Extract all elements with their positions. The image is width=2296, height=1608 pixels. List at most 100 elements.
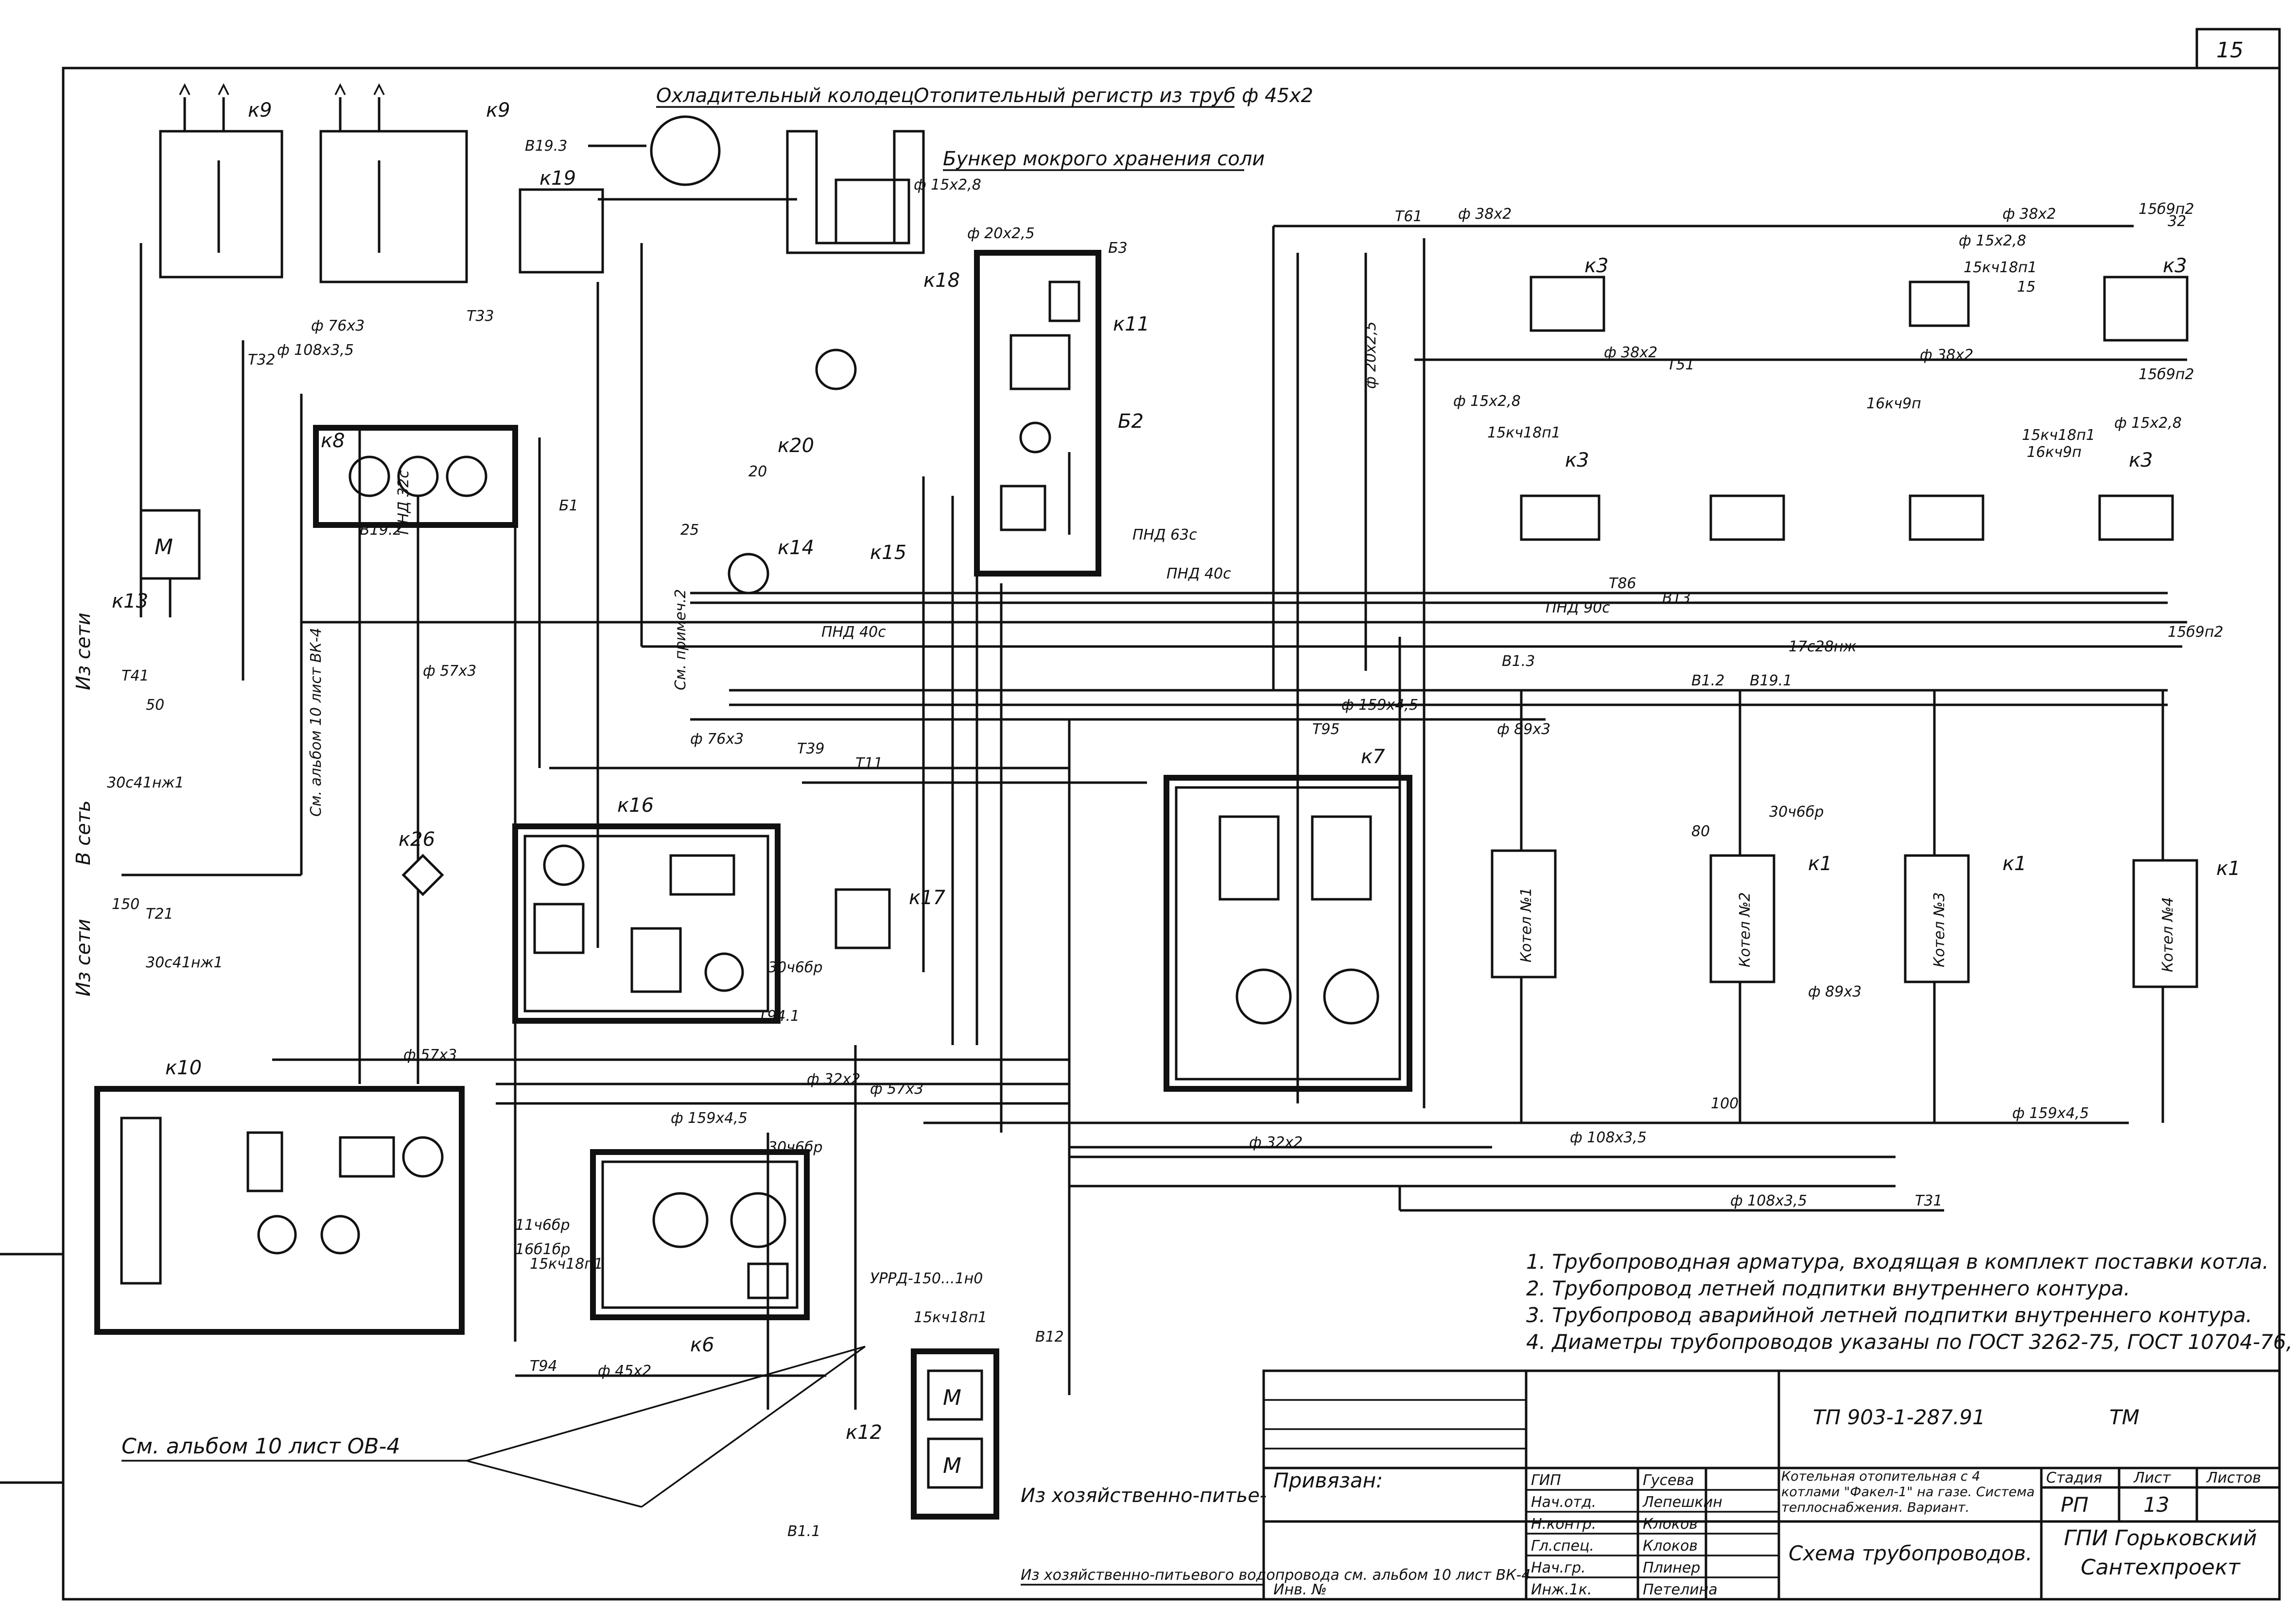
valve-label: 80 — [1691, 823, 1710, 840]
from-network-label-1: Из сети — [72, 612, 95, 690]
pump-k14 — [728, 553, 769, 594]
role-4: Нач.гр. — [1531, 1559, 1586, 1576]
valve-label: 30ч6бр — [1769, 804, 1824, 821]
tag-k15: к15 — [870, 542, 906, 564]
see-note-2: См. примеч.2 — [672, 589, 689, 690]
drawing-frame — [62, 67, 2281, 1601]
sheet-value: 13 — [2143, 1493, 2169, 1517]
size-label: ф 38х2 — [1920, 347, 1973, 364]
valve-label: 30с41нж1 — [107, 774, 184, 791]
tag-k3c: к3 — [1565, 449, 1589, 472]
valve-label: 15 — [2017, 279, 2035, 296]
tank-k9-right — [319, 97, 468, 283]
sheet-number: 15 — [2216, 38, 2244, 63]
size-label: ф 159х4,5 — [2012, 1105, 2089, 1122]
tag-k17: к17 — [909, 887, 946, 909]
role-1: Нач.отд. — [1531, 1494, 1596, 1511]
pipe-label-t41: Т41 — [122, 667, 149, 684]
valve-label: УРРД-150...1н0 — [870, 1270, 983, 1287]
tank-k9-left — [159, 97, 283, 279]
pipe-label-t31: Т31 — [1915, 1192, 1943, 1209]
role-0: ГИП — [1531, 1472, 1561, 1489]
pipe-label-t33: Т33 — [467, 308, 494, 325]
water-supply-note: Из хозяйственно-питьевого водопровода см… — [1021, 1567, 1531, 1584]
tag-k16: к16 — [617, 794, 654, 817]
size-label: ф 15х2,8 — [914, 176, 981, 193]
pipe-label-t39: Т39 — [797, 740, 825, 757]
valve-label: 15б9п2 — [2139, 366, 2194, 383]
size-label: ф 76х3 — [311, 317, 365, 334]
valve-label: 15б9п2 — [2139, 201, 2194, 218]
pipe-label-t86: Т86 — [1609, 575, 1636, 592]
size-label: ф 38х2 — [1604, 344, 1657, 361]
tag-k12: к12 — [846, 1421, 882, 1444]
size-label: ф 38х2 — [1458, 206, 1512, 223]
from-network-label-2: Из сети — [72, 919, 95, 996]
drawing-title: Схема трубопроводов. — [1789, 1541, 2032, 1565]
unit-k16 — [512, 823, 781, 1024]
size-label: ф 15х2,8 — [1453, 393, 1521, 410]
pipe-label-t11: Т11 — [855, 755, 883, 772]
pipe-label-b3: Б3 — [1108, 240, 1128, 257]
name-4: Плинер — [1643, 1559, 1700, 1576]
tag-k18: к18 — [923, 269, 960, 292]
valve-label: 25 — [680, 522, 699, 539]
size-label: ф 89х3 — [1497, 721, 1550, 738]
unit-k11 — [974, 250, 1101, 577]
tag-k8: к8 — [321, 430, 345, 452]
sheets-header: Листов — [2206, 1469, 2261, 1486]
tag-k11: к11 — [1113, 313, 1149, 335]
svg-text:Котел №3: Котел №3 — [1931, 892, 1948, 967]
pipe-label-b191: В19.1 — [1750, 672, 1792, 689]
pipe-label-b12: В1.2 — [1691, 672, 1724, 689]
valve-label: 15кч18п1 — [530, 1256, 603, 1273]
title-block — [1262, 1369, 2281, 1601]
register-label: Отопительный регистр из труб ф 45х2 — [914, 85, 1313, 107]
cooling-well — [650, 115, 721, 186]
pipe-label-t95: Т95 — [1312, 721, 1340, 738]
valve-label: ПНД 40с — [1166, 565, 1231, 582]
svg-text:Котел №1: Котел №1 — [1518, 887, 1535, 962]
svg-text:M: M — [943, 1453, 961, 1478]
size-label: ф 32х2 — [1249, 1134, 1303, 1151]
note-1: 1. Трубопроводная арматура, входящая в к… — [1526, 1250, 2269, 1274]
sheet-number-box — [2195, 28, 2281, 70]
pipe-label-b12b: В12 — [1035, 1328, 1064, 1346]
doc-mark: ТМ — [2109, 1405, 2139, 1429]
size-label: ф 76х3 — [690, 731, 744, 748]
pipe-label-t32: Т32 — [248, 351, 276, 368]
name-0: Гусева — [1643, 1472, 1694, 1489]
size-label: ф 108х3,5 — [1570, 1129, 1647, 1146]
size-label: ф 45х2 — [598, 1363, 651, 1380]
valve-label: 15кч18п1 — [914, 1309, 987, 1326]
svg-text:Котел №4: Котел №4 — [2159, 897, 2176, 972]
role-2: Н.контр. — [1531, 1516, 1596, 1533]
tank-k17 — [835, 888, 891, 949]
stage-value: РП — [2061, 1493, 2088, 1517]
tank-k3-a — [1530, 276, 1605, 332]
tag-k19: к19 — [539, 167, 576, 190]
tag-k1a: к1 — [1808, 853, 1832, 875]
valve-label: 15кч18п1 — [1964, 259, 2037, 276]
boiler-3: Котел №3 — [1904, 854, 1970, 983]
name-2: Клоков — [1643, 1516, 1698, 1533]
pipe-label-t61: Т61 — [1395, 208, 1423, 225]
project-title: Котельная отопительная с 4 котлами "Факе… — [1781, 1469, 2035, 1515]
note-4: 4. Диаметры трубопроводов указаны по ГОС… — [1526, 1330, 2296, 1354]
valve-label: ПНД 40с — [821, 624, 886, 641]
valve-label: 16кч9п — [1866, 395, 1921, 412]
pipe-label-t51: Т51 — [1667, 356, 1695, 373]
valve-label: 30ч6бр — [768, 1139, 823, 1156]
valve-label: ПНД 63с — [1132, 526, 1197, 543]
name-3: Клоков — [1643, 1538, 1698, 1555]
note-2: 2. Трубопровод летней подпитки внутренне… — [1526, 1276, 2130, 1300]
valve-label: 15кч18п1 — [1487, 424, 1561, 441]
tag-k1b: к1 — [2002, 853, 2027, 875]
size-label: ф 159х4,5 — [671, 1110, 748, 1127]
pipe-label-b192: В19.2 — [360, 522, 402, 539]
tank-k3-c — [2103, 276, 2189, 342]
size-label: ф 108х3,5 — [277, 342, 354, 359]
name-1: Лепешкин — [1642, 1494, 1722, 1511]
valve-label: 50 — [146, 697, 164, 714]
valve-label: 16кч9п — [2027, 444, 2082, 461]
